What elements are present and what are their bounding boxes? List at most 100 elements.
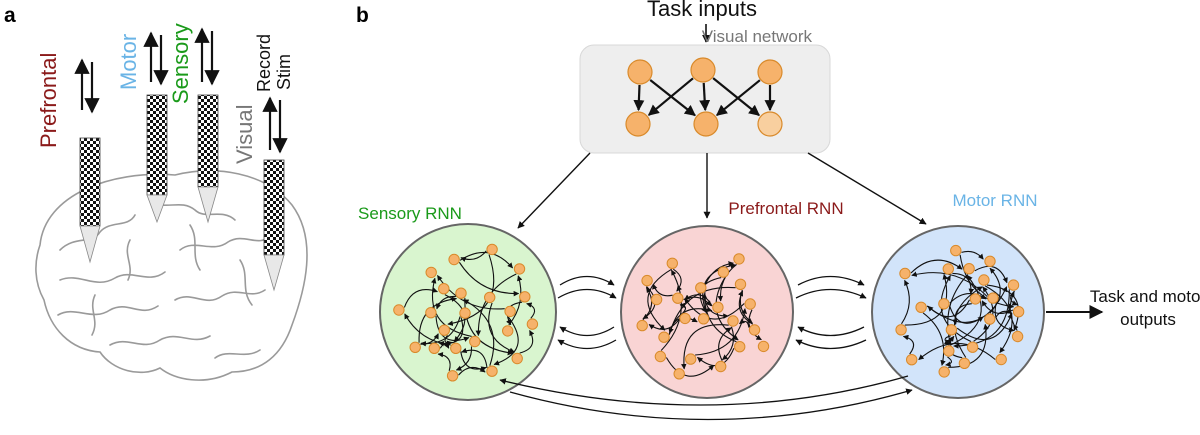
- rnn-edge: [488, 302, 515, 353]
- visual-node: [690, 57, 716, 83]
- rnn-edge: [702, 262, 737, 314]
- rnn-node: [984, 255, 996, 267]
- rnn-node: [484, 291, 496, 304]
- rnn-edge: [695, 308, 748, 356]
- rnn-node: [717, 266, 730, 278]
- rnn-edge: [901, 279, 910, 325]
- rnn-edge: [953, 286, 983, 358]
- rnn-node: [658, 331, 670, 343]
- rnn-node: [448, 253, 460, 266]
- rnn-node: [666, 257, 678, 269]
- rnn-edge: [945, 356, 952, 367]
- visual-edge: [633, 84, 645, 112]
- rnn-node: [428, 342, 440, 354]
- rnn-edge: [642, 287, 653, 321]
- rnn-node: [712, 301, 724, 313]
- rnn-edge: [994, 303, 1015, 333]
- rnn-edge: [910, 259, 963, 274]
- rnn-edge: [665, 357, 715, 377]
- rnn-node: [672, 292, 684, 304]
- rnn-edge: [647, 268, 672, 331]
- rnn-node: [966, 341, 979, 353]
- panel-b-letter: b: [356, 4, 369, 27]
- rnn-node: [906, 354, 918, 366]
- label-motor: Motor: [116, 34, 141, 90]
- rnn-node: [995, 353, 1007, 366]
- rnn-node: [459, 307, 471, 319]
- rnn-edge: [684, 298, 745, 320]
- rnn-node: [984, 313, 996, 325]
- rnn-node: [963, 263, 975, 275]
- rnn-edge: [435, 295, 456, 310]
- rnn-edge: [748, 309, 762, 341]
- rnn-node: [715, 360, 727, 373]
- rnn-node: [654, 350, 667, 363]
- rnn-node: [987, 292, 999, 304]
- rnn-node: [744, 298, 756, 310]
- rnn-node: [942, 263, 954, 275]
- rnn-node: [425, 266, 437, 279]
- sensory-rnn-network: [393, 243, 539, 382]
- rnn-node: [636, 319, 648, 332]
- rnn-node: [695, 282, 707, 294]
- outputs-label-line1: Task and motor: [1090, 287, 1200, 306]
- rnn-edge: [437, 275, 505, 310]
- rnn-node: [978, 274, 990, 286]
- rnn-node: [438, 283, 450, 295]
- rnn-node: [519, 291, 531, 303]
- visual-edge: [649, 79, 696, 117]
- rnn-node: [679, 312, 691, 325]
- rnn-edge: [953, 289, 1010, 349]
- visual-node: [625, 111, 651, 137]
- visual-node: [757, 111, 783, 137]
- rnn-node: [733, 253, 745, 265]
- visual-edge: [716, 79, 761, 117]
- panel-a-letter: a: [4, 4, 16, 27]
- rnn-node: [943, 345, 955, 357]
- rnn-edge: [704, 261, 734, 285]
- rnn-edge: [922, 312, 946, 366]
- visual-network-label: Visual network: [702, 27, 813, 46]
- rnn-edge: [458, 366, 486, 376]
- visual-node: [627, 59, 653, 85]
- visual-edge: [712, 77, 760, 117]
- rnn-edge: [420, 316, 461, 347]
- sensory-rnn-label: Sensory RNN: [358, 204, 462, 223]
- rnn-edge: [435, 315, 470, 342]
- inter-rnn-arrows: [499, 275, 913, 421]
- label-visual: Visual: [232, 104, 257, 164]
- rnn-edge: [986, 284, 1019, 332]
- rnn-node: [511, 352, 523, 365]
- rnn-edge: [956, 312, 1013, 341]
- rnn-edge: [437, 351, 451, 371]
- rnn-edge: [989, 267, 1001, 314]
- rnn-node: [673, 368, 685, 380]
- rnn-edge: [717, 263, 737, 302]
- motor-rnn-network: [895, 244, 1025, 378]
- rnn-edge: [981, 300, 1014, 315]
- rnn-node: [455, 287, 467, 299]
- rnn-edge: [652, 283, 673, 297]
- outputs-label-line2: outputs: [1120, 310, 1176, 329]
- rnn-node: [450, 342, 462, 354]
- feed-arrows: [517, 152, 927, 229]
- rnn-edge: [718, 327, 732, 361]
- rnn-edge: [461, 347, 488, 369]
- rnn-edge: [460, 250, 487, 263]
- rnn-edge: [974, 265, 1008, 284]
- visual-edge: [699, 82, 711, 112]
- rnn-edge: [904, 273, 948, 326]
- visual-node: [757, 59, 783, 85]
- rnn-node: [734, 278, 747, 290]
- rnn-edge: [403, 287, 438, 308]
- rnn-edge: [519, 330, 535, 354]
- rnn-node: [915, 301, 927, 313]
- rnn-node: [945, 324, 958, 336]
- rnn-edge: [526, 302, 536, 319]
- rnn-edge: [995, 308, 1013, 318]
- probe-motor: [146, 94, 168, 224]
- probe-prefrontal: [79, 137, 101, 264]
- rnn-node: [641, 274, 653, 287]
